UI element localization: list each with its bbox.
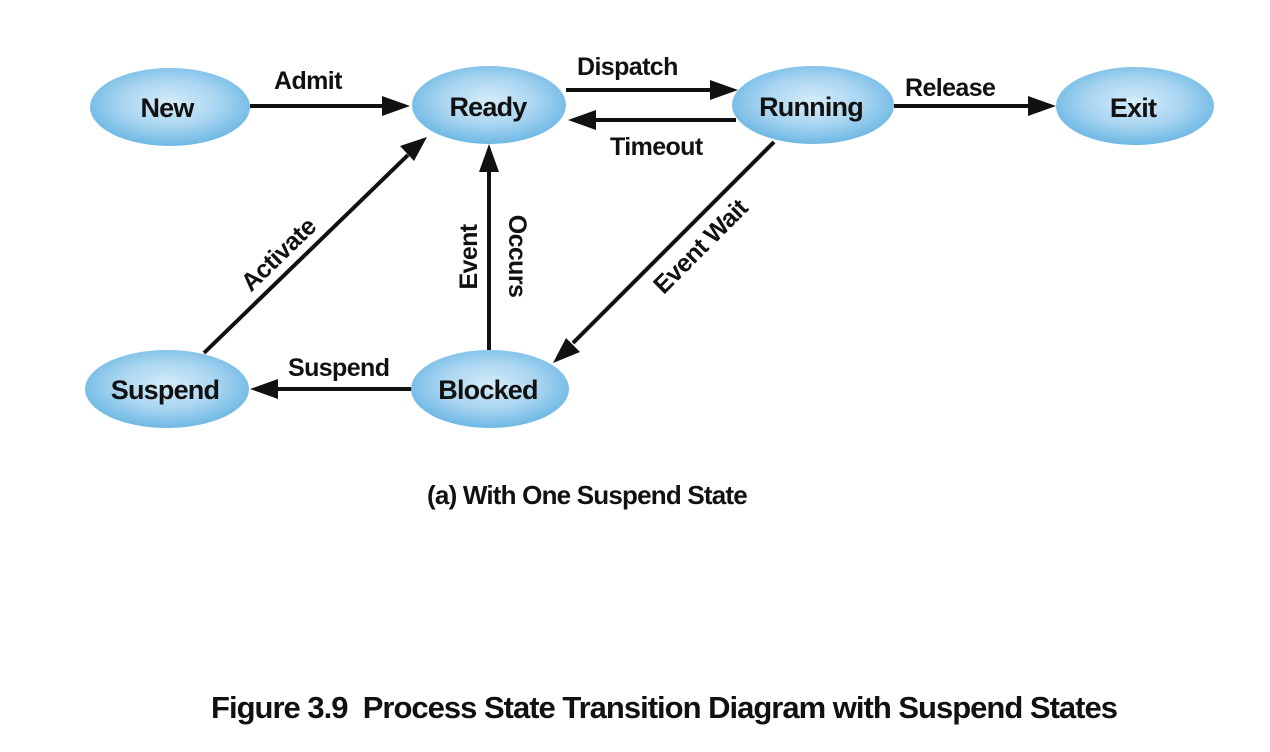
edge-release [894,96,1056,116]
state-running: Running [732,66,894,144]
state-new: New [90,68,250,146]
edge-activate [202,137,427,355]
state-running-ellipse [732,66,894,144]
subfigure-caption: (a) With One Suspend State [427,480,747,510]
state-exit-label: Exit [1110,93,1157,123]
edge-timeout [568,110,736,130]
arrowhead [710,80,738,100]
release-label: Release [905,74,996,102]
state-ready: Ready [412,66,566,144]
state-new-label: New [140,93,195,123]
state-exit-ellipse [1056,67,1214,145]
arrowhead [1028,96,1056,116]
state-exit: Exit [1056,67,1214,145]
arrowhead [568,110,596,130]
state-ready-label: Ready [449,92,527,122]
arrowhead [250,379,278,399]
state-suspend-ellipse [85,350,249,428]
state-blocked-label: Blocked [438,375,537,405]
event-occurs-label-line2: Occurs [503,215,531,298]
state-blocked-ellipse [411,350,569,428]
state-suspend: Suspend [85,350,249,428]
event-occurs-label-line1: Event [455,223,483,289]
timeout-label: Timeout [610,133,704,161]
edge-event-occurs [479,144,499,350]
state-running-label: Running [759,92,863,122]
arrowhead [479,144,499,172]
state-ready-ellipse [412,66,566,144]
edge-suspend [250,379,412,399]
event-wait-label: Event Wait [648,193,754,299]
edge-dispatch [566,80,738,100]
state-new-ellipse [90,68,250,146]
figure-caption: Figure 3.9 Process State Transition Diag… [211,690,1117,725]
edge-event-wait [553,140,776,363]
edge-admit [250,96,410,116]
state-blocked: Blocked [411,350,569,428]
admit-label: Admit [274,67,343,95]
arrowhead [382,96,410,116]
dispatch-label: Dispatch [577,53,678,81]
arrowhead [400,137,427,161]
state-suspend-label: Suspend [111,375,219,405]
activate-label: Activate [236,212,322,297]
suspend-transition-label: Suspend [288,354,389,382]
arrowhead [553,338,580,363]
